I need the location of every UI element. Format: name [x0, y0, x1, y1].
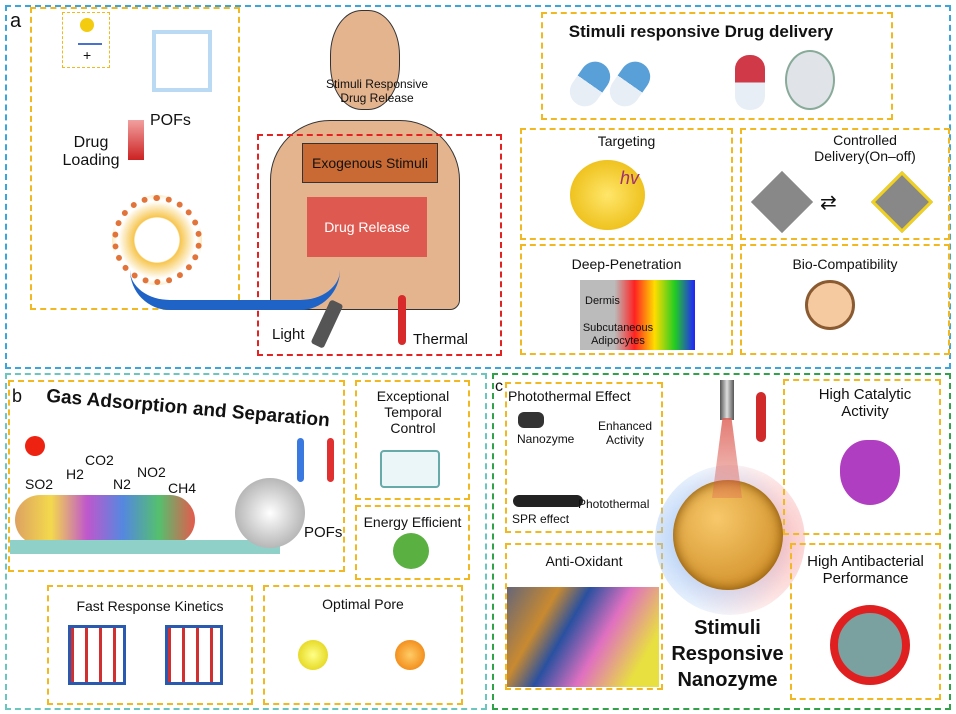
light-source-icon	[720, 380, 734, 420]
framework-lattice-icon	[165, 625, 223, 685]
thermometer-hot-icon	[327, 438, 334, 482]
red-stimuli-box	[257, 134, 502, 356]
plus-sign: +	[83, 47, 92, 63]
nanoparticle-icon	[570, 160, 645, 230]
conveyor-band	[10, 540, 280, 554]
panel-c-label: c	[495, 378, 503, 395]
panel-c	[492, 373, 951, 710]
head	[330, 10, 400, 110]
thermometer-icon-c	[756, 392, 766, 442]
pill-character-icon	[785, 50, 835, 110]
gas-ch4: CH4	[168, 480, 197, 496]
tree-icon	[393, 533, 429, 569]
linker-line	[78, 43, 102, 45]
nanozyme-center-title: Stimuli Responsive Nanozyme	[671, 617, 784, 691]
gas-co2: CO2	[85, 452, 114, 468]
targeting-label: Targeting	[597, 133, 656, 149]
orange-pore-sphere	[395, 640, 425, 670]
biocompat-box	[740, 244, 950, 355]
deep-penetration-box	[520, 244, 733, 355]
antioxidant-image	[507, 587, 659, 687]
child-icon	[805, 280, 855, 330]
subcutaneous-label: Subcutaneous Adipocytes	[582, 322, 654, 347]
gas-so2: SO2	[25, 476, 54, 492]
photothermal-title: Photothermal Effect	[508, 388, 631, 404]
antioxidant-label: Anti-Oxidant	[545, 553, 623, 569]
yellow-pore-sphere	[298, 640, 328, 670]
hv-label: hv	[620, 168, 640, 188]
drug-release-box: Drug Release	[307, 197, 427, 257]
gas-no2: NO2	[137, 464, 166, 480]
exogenous-stimuli-bar: Exogenous Stimuli	[302, 143, 438, 183]
optimal-pore-label: Optimal Pore	[322, 596, 404, 612]
pofs-label: POFs	[150, 112, 191, 129]
nanozyme-label: Nanozyme	[517, 432, 575, 446]
ligand-dot	[80, 18, 94, 32]
optimal-pore-box	[263, 585, 463, 705]
nanozyme-sphere-icon	[673, 480, 783, 590]
molecule-figures	[15, 495, 195, 545]
framework-lattice-icon	[68, 625, 126, 685]
dermis-label: Dermis	[585, 295, 620, 307]
delivery-arrow	[130, 270, 340, 310]
photothermal-box	[505, 382, 663, 533]
pof-cube-icon	[152, 30, 212, 92]
panel-a-label: a	[10, 10, 22, 32]
deep-penetration-label: Deep-Penetration	[571, 256, 682, 272]
spr-chain-icon	[513, 495, 583, 507]
gas-box	[8, 380, 345, 572]
antibacterial-label: High Antibacterial Performance	[807, 553, 924, 588]
controlled-box	[740, 128, 950, 240]
fast-response-label: Fast Response Kinetics	[76, 598, 224, 614]
capsule-character-icon	[735, 55, 765, 110]
temporal-label: Exceptional Temporal Control	[376, 388, 450, 437]
delivery-title-box	[541, 12, 893, 120]
gas-n2: N2	[113, 476, 131, 492]
toggle-arrow-icon: ⇄	[820, 192, 837, 214]
fast-response-box	[47, 585, 253, 705]
energy-box	[355, 505, 470, 580]
pofs-label-b: POFs	[304, 524, 343, 541]
photothermal-label: Photothermal	[578, 497, 650, 511]
legend-box	[62, 12, 110, 68]
gas-h2: H2	[66, 466, 84, 482]
skin-spectrum-icon	[580, 280, 695, 350]
antioxidant-box	[505, 543, 663, 690]
no-bacteria-icon	[830, 605, 910, 685]
drug-loading-box	[30, 7, 240, 310]
targeting-box	[520, 128, 733, 240]
thermometer-icon	[398, 295, 406, 345]
thermal-label: Thermal	[413, 331, 469, 348]
panel-b	[5, 373, 487, 710]
spr-label: SPR effect	[512, 512, 570, 526]
down-arrow-icon	[128, 120, 144, 160]
drug-loading-label: Drug Loading	[62, 134, 120, 170]
stimuli-release-label: Stimuli Responsive Drug Release	[325, 77, 429, 105]
panel-b-label: b	[12, 386, 23, 406]
nanozyme-icon	[518, 412, 544, 428]
panel-a	[5, 5, 951, 369]
catalytic-label: High Catalytic Activity	[818, 386, 912, 421]
energy-label: Energy Efficient	[363, 514, 462, 530]
temporal-box	[355, 380, 470, 500]
thermometer-cold-icon	[297, 438, 304, 482]
antibacterial-box	[790, 543, 941, 700]
purple-character-icon	[840, 440, 900, 505]
controlled-label: Controlled Delivery(On–off)	[814, 132, 916, 165]
enhanced-activity-label: Enhanced Activity	[597, 419, 653, 447]
biocompat-label: Bio-Compatibility	[792, 256, 898, 272]
pof-sphere-icon	[235, 478, 305, 548]
catalytic-box	[783, 379, 941, 535]
tablet-icon	[380, 450, 440, 488]
light-label: Light	[272, 326, 305, 343]
delivery-title: Stimuli responsive Drug delivery	[568, 22, 834, 41]
sun-icon	[25, 436, 45, 456]
